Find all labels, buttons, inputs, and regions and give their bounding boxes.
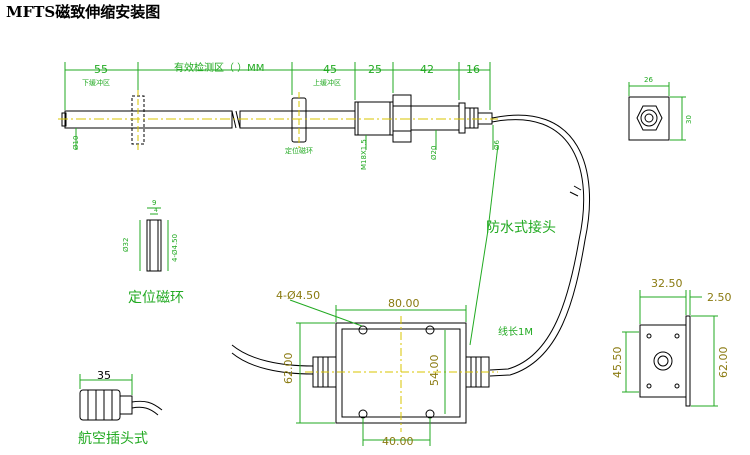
upper-buffer-label: 上缓冲区 bbox=[313, 79, 341, 87]
electronics-box bbox=[231, 322, 490, 424]
box-hole-tr bbox=[425, 325, 435, 335]
hex-shape bbox=[636, 105, 663, 131]
dim-25: 25 bbox=[368, 63, 382, 76]
box-cable-left-b bbox=[231, 352, 314, 375]
cable-upper-a bbox=[489, 114, 591, 377]
plug-length-label: 35 bbox=[97, 369, 111, 382]
ring-dim-lines bbox=[139, 207, 169, 271]
connector-leader-upper bbox=[487, 144, 499, 231]
aviation-plug bbox=[79, 389, 163, 421]
box-outer-height-label: 62.00 bbox=[282, 352, 295, 385]
hex-nut-edges bbox=[393, 105, 411, 132]
box-hole-spacing-label: 40.00 bbox=[382, 435, 414, 448]
side-flange bbox=[685, 315, 691, 407]
side-outer-height-label: 62.00 bbox=[717, 346, 730, 379]
dia-10-label: Ø10 bbox=[72, 135, 80, 150]
box-inner-height-label: 54.00 bbox=[428, 354, 441, 387]
cable-length-label: 线长1M bbox=[498, 327, 533, 338]
hex-view bbox=[628, 96, 670, 141]
box-holes-label: 4-Ø4.50 bbox=[276, 289, 321, 302]
connector-leader-lower bbox=[469, 229, 489, 346]
cable-gland bbox=[465, 107, 479, 129]
hex-height-label: 30 bbox=[685, 115, 693, 124]
cable-upper-b bbox=[489, 119, 585, 371]
side-port-inner bbox=[657, 355, 669, 367]
lower-buffer-label: 下缓冲区 bbox=[82, 79, 110, 87]
side-port-outer bbox=[653, 351, 673, 371]
magnet-ring-label: 定位磁环 bbox=[128, 290, 184, 306]
side-view bbox=[639, 315, 691, 407]
dia-6-label: Ø6 bbox=[493, 140, 501, 150]
side-hole-2 bbox=[674, 333, 680, 339]
dia-20-label: Ø20 bbox=[430, 145, 438, 160]
box-dim-lines bbox=[289, 299, 467, 446]
plug-body bbox=[79, 389, 121, 421]
side-flange-label: 2.50 bbox=[707, 291, 732, 304]
plug-cable-a bbox=[131, 400, 163, 411]
cable-break-marks bbox=[569, 185, 582, 197]
box-width-label: 80.00 bbox=[388, 297, 420, 310]
plug-ribs bbox=[87, 390, 113, 420]
sensor-collar bbox=[458, 102, 466, 134]
aviation-plug-label: 航空插头式 bbox=[78, 431, 148, 447]
side-hole-4 bbox=[674, 383, 680, 389]
ring-detail bbox=[146, 219, 162, 272]
side-width-label: 32.50 bbox=[651, 277, 683, 290]
ring-inner-label: 4 bbox=[154, 207, 158, 214]
waterproof-connector-label: 防水式接头 bbox=[486, 220, 556, 236]
ring-holes-label: 4-Ø4.50 bbox=[171, 233, 179, 262]
hex-core bbox=[644, 113, 654, 123]
box-hole-tl bbox=[358, 325, 368, 335]
dim-16: 16 bbox=[466, 63, 480, 76]
box-cable-left-a bbox=[231, 344, 314, 367]
sensor-head bbox=[410, 105, 460, 131]
side-inner-height-label: 45.50 bbox=[611, 346, 624, 379]
plug-cable-b bbox=[131, 406, 159, 416]
hex-inner-circle bbox=[640, 109, 658, 127]
ring-body bbox=[146, 219, 162, 272]
magnet-ring-small-label: 定位磁环 bbox=[285, 147, 313, 155]
hex-dim-lines bbox=[628, 82, 686, 141]
rod-dimension-lines bbox=[64, 62, 494, 150]
side-hole-1 bbox=[646, 333, 652, 339]
side-hole-3 bbox=[646, 383, 652, 389]
dim-45: 45 bbox=[323, 63, 337, 76]
thread-label: M18X1.5 bbox=[360, 139, 368, 170]
hex-outline bbox=[628, 96, 670, 141]
hex-width-label: 26 bbox=[644, 76, 653, 84]
dim-42: 42 bbox=[420, 63, 434, 76]
drawing-title: MFTS磁致伸缩安装图 bbox=[6, 3, 161, 21]
dim-55: 55 bbox=[94, 63, 108, 76]
effective-range-label: 有效检测区（ ）MM bbox=[174, 63, 265, 74]
ring-dia-32-label: Ø32 bbox=[122, 237, 130, 252]
ring-thickness-label: 9 bbox=[152, 199, 157, 207]
plug-dim-lines bbox=[79, 374, 133, 395]
side-dim-lines bbox=[622, 290, 718, 407]
plug-tail bbox=[119, 395, 133, 415]
